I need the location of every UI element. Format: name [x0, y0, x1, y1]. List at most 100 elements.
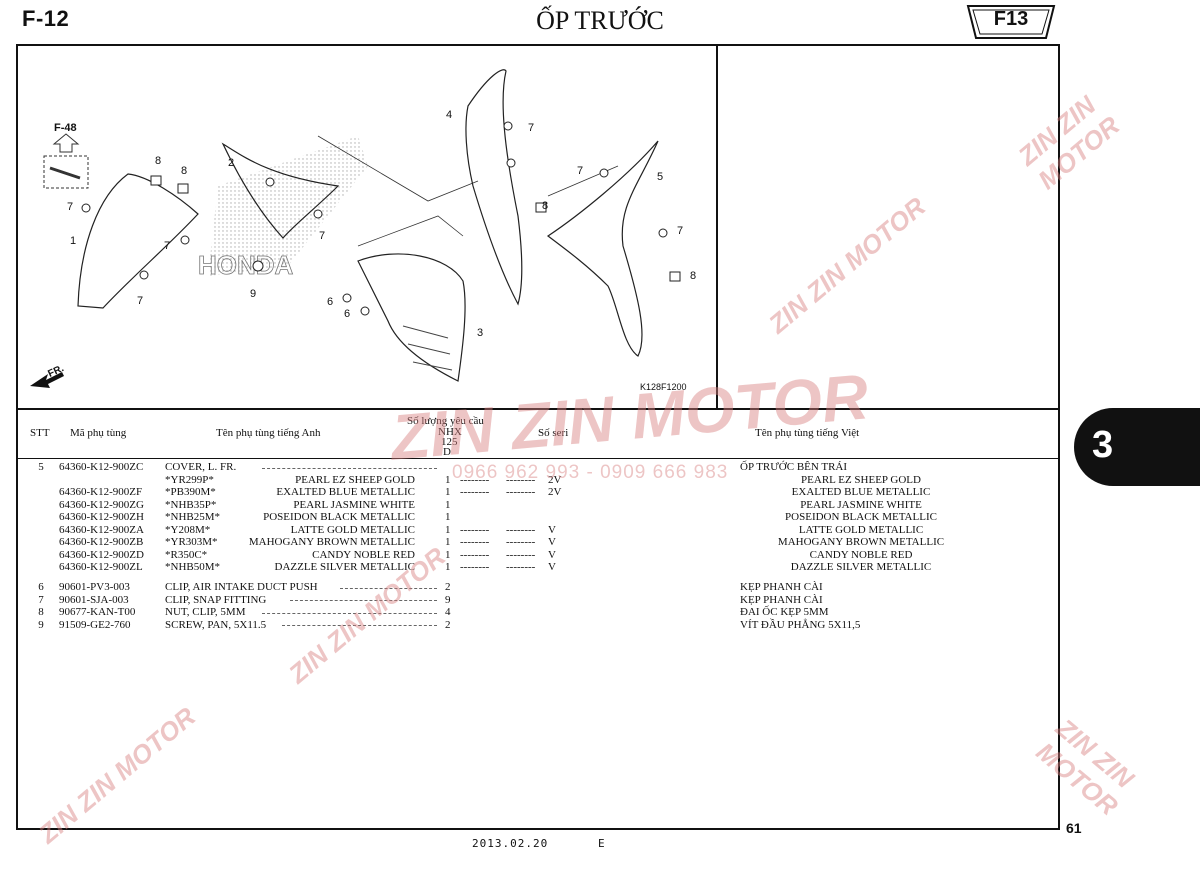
row-dash-2: --------	[506, 548, 536, 561]
row-quantity: 1	[445, 561, 451, 573]
section-tab[interactable]: 3	[1074, 408, 1200, 486]
next-page-reference[interactable]: F13	[966, 4, 1056, 40]
row-vietnamese-color: DAZZLE SILVER METALLIC	[790, 561, 932, 573]
part-4-inner-panel	[465, 69, 523, 306]
row-serial: V	[548, 536, 556, 548]
row-color-code: *NHB25M*	[165, 511, 221, 523]
leader-dots	[340, 588, 437, 589]
callout-7e: 7	[528, 122, 535, 134]
page-frame	[16, 44, 1060, 830]
part-1-windscreen	[77, 173, 199, 309]
callout-4: 4	[446, 109, 453, 121]
row-quantity: 1	[445, 473, 451, 486]
header-part-number: Mã phụ tùng	[70, 427, 127, 439]
row-vietnamese-name: KẸP PHANH CÀI	[740, 593, 823, 606]
row-part-number: 64360-K12-900ZC	[59, 461, 144, 473]
row-part-number: 64360-K12-900ZG	[59, 498, 144, 511]
header-quantity-model: NHX	[438, 426, 462, 438]
row-color-name: CANDY NOBLE RED	[312, 548, 415, 561]
part-5-left-front-cover	[546, 140, 659, 357]
part-2-inner-cover	[221, 142, 340, 239]
header-vietnamese-name: Tên phụ tùng tiếng Việt	[755, 427, 860, 439]
callout-7f: 7	[577, 165, 584, 177]
row-dash-2: --------	[506, 486, 536, 498]
row-quantity: 1	[445, 536, 451, 548]
row-vietnamese-name: ĐAI ỐC KẸP 5MM	[740, 606, 829, 618]
row-dash-2: --------	[506, 561, 536, 573]
callout-7d: 7	[319, 230, 326, 242]
row-stt: 7	[38, 593, 44, 606]
row-color-code: *YR303M*	[165, 536, 218, 548]
header-english-name: Tên phụ tùng tiếng Anh	[216, 427, 321, 439]
callout-8a: 8	[155, 155, 162, 167]
callout-7b: 7	[137, 295, 144, 307]
row-vietnamese-color: PEARL JASMINE WHITE	[800, 498, 922, 511]
row-english-name: CLIP, AIR INTAKE DUCT PUSH	[165, 581, 318, 593]
callout-6b: 6	[344, 308, 351, 320]
row-vietnamese-color: PEARL EZ SHEEP GOLD	[801, 473, 921, 486]
header-quantity-d: D	[443, 446, 451, 458]
callout-7g: 7	[677, 225, 684, 237]
snap-clip-7g	[506, 158, 516, 168]
row-dash-2: --------	[506, 536, 536, 548]
row-color-name: PEARL EZ SHEEP GOLD	[295, 473, 415, 486]
diagram-code: K128F1200	[640, 382, 687, 392]
callout-8b: 8	[181, 165, 188, 177]
row-stt: 8	[38, 606, 44, 618]
f48-reference-label: F-48	[54, 122, 77, 134]
row-quantity: 9	[445, 593, 451, 606]
row-serial: 2V	[548, 473, 562, 486]
row-dash-1: --------	[460, 536, 490, 548]
row-quantity: 1	[445, 511, 451, 523]
row-english-name: NUT, CLIP, 5MM	[165, 606, 246, 618]
snap-clip-7a	[81, 203, 91, 213]
row-color-name: MAHOGANY BROWN METALLIC	[248, 536, 415, 548]
intake-clip-6a	[342, 293, 352, 303]
front-direction-arrow-icon	[30, 372, 64, 388]
row-serial: 2V	[548, 486, 562, 498]
row-color-code: *NHB50M*	[165, 561, 221, 573]
diagram-divider	[16, 408, 1060, 410]
row-dash-1: --------	[460, 486, 490, 498]
section-number: 3	[1092, 424, 1114, 466]
page-code: F-12	[22, 6, 70, 31]
row-color-code: *Y208M*	[165, 523, 211, 536]
row-dash-1: --------	[460, 473, 490, 486]
row-quantity: 1	[445, 523, 451, 536]
print-date: 2013.02.20	[472, 837, 549, 850]
header-serial: Số seri	[538, 427, 569, 439]
row-part-number: 91509-GE2-760	[59, 618, 131, 631]
row-part-number: 90677-KAN-T00	[59, 606, 136, 618]
callout-7c: 7	[164, 240, 171, 252]
header-quantity-125: 125	[441, 436, 458, 448]
row-serial: V	[548, 523, 556, 536]
snap-clip-7d	[265, 177, 275, 187]
nut-clip-8b	[177, 183, 189, 194]
watermark-phone: 0966 962 993 - 0909 666 983	[452, 462, 729, 483]
row-part-number: 64360-K12-900ZL	[59, 561, 143, 573]
row-color-code: *R350C*	[165, 548, 208, 561]
row-vietnamese-color: EXALTED BLUE METALLIC	[791, 486, 931, 498]
intake-clip-6b	[360, 306, 370, 316]
snap-clip-7c	[180, 235, 190, 245]
row-quantity: 2	[445, 618, 451, 631]
snap-clip-7b	[139, 270, 149, 280]
nut-clip-8a	[150, 175, 162, 186]
leader-dots	[262, 613, 437, 614]
row-quantity: 2	[445, 581, 451, 593]
table-header-rule	[16, 458, 1060, 459]
snap-clip-7i	[658, 228, 668, 238]
row-color-name: LATTE GOLD METALLIC	[290, 523, 415, 536]
f48-reference-box	[43, 155, 89, 189]
row-color-name: PEARL JASMINE WHITE	[293, 498, 415, 511]
snap-clip-7f	[503, 121, 513, 131]
callout-8c: 8	[542, 200, 549, 212]
row-english-name: SCREW, PAN, 5X11.5	[165, 618, 267, 631]
row-serial: V	[548, 548, 556, 561]
leader-dots	[262, 468, 437, 469]
callout-7a: 7	[67, 201, 74, 213]
decal-shading	[208, 136, 368, 276]
row-english-name: COVER, L. FR.	[165, 461, 237, 473]
snap-clip-7e	[313, 209, 323, 219]
row-quantity: 4	[445, 606, 451, 618]
